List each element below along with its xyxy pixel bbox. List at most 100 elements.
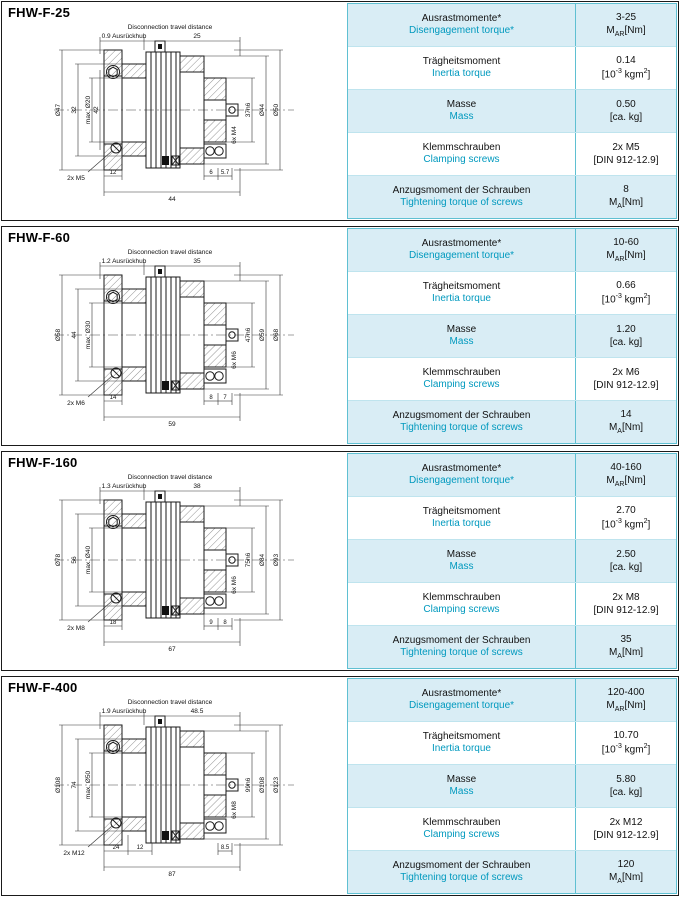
section-fhw-f-160: FHW-F-160 xyxy=(1,451,679,671)
value: 2x M8 xyxy=(612,592,640,603)
value: 5.80 xyxy=(616,774,636,785)
unit: MA[Nm] xyxy=(608,196,644,210)
dim-hub-dia: 37h6 xyxy=(245,102,252,117)
dim-extra: 42 xyxy=(93,106,100,114)
spec-label: Klemmschrauben Clamping screws xyxy=(348,808,576,850)
spec-row-inertia: Trägheitsmoment Inertia torque 0.14 [10-… xyxy=(348,46,676,89)
label-bolt-circle-screws: 6x M6 xyxy=(231,351,238,369)
dim-dia-outer: Ø123 xyxy=(273,777,280,793)
label-en: Mass xyxy=(449,561,474,572)
spec-label: Klemmschrauben Clamping screws xyxy=(348,583,576,625)
dim-left-dia: Ø108 xyxy=(55,777,62,793)
spec-label: Anzugsmoment der Schrauben Tightening to… xyxy=(348,176,576,218)
unit: [ca. kg] xyxy=(609,337,643,348)
dimension-lines xyxy=(59,487,283,646)
dim-dia-mid: Ø44 xyxy=(259,103,266,116)
unit: MAR[Nm] xyxy=(606,249,646,263)
spec-label: Klemmschrauben Clamping screws xyxy=(348,133,576,175)
label-en: Inertia torque xyxy=(432,518,491,529)
spec-row-tightening: Anzugsmoment der Schrauben Tightening to… xyxy=(348,400,676,443)
label-de: Anzugsmoment der Schrauben xyxy=(392,184,531,196)
spec-value: 2.70 [10-3 kgm2] xyxy=(576,497,676,539)
spec-label: Klemmschrauben Clamping screws xyxy=(348,358,576,400)
dim-bottom-3: 8 xyxy=(223,620,227,626)
dim-left-height: 74 xyxy=(71,781,78,789)
spec-row-torque: Ausrastmomente* Disengagement torque* 40… xyxy=(348,454,676,496)
spec-value: 35 MA[Nm] xyxy=(576,626,676,668)
dim-top-width: 25 xyxy=(193,33,201,40)
technical-drawing: Disconnection travel distance 1.3 Ausrüc… xyxy=(54,474,294,653)
value: 0.14 xyxy=(616,55,636,67)
label-de: Klemmschrauben xyxy=(422,591,501,603)
value: 1.20 xyxy=(616,324,636,335)
spec-value: 0.50 [ca. kg] xyxy=(576,90,676,132)
dimension-lines xyxy=(59,262,283,421)
dim-left-dia: Ø78 xyxy=(55,553,62,566)
label-de: Ausrastmomente* xyxy=(421,12,502,24)
dim-bottom-2: 8 xyxy=(209,395,213,401)
label-de: Masse xyxy=(446,323,477,335)
unit: [10-3 kgm2] xyxy=(601,518,651,531)
technical-drawing: Disconnection travel distance 1.2 Ausrüc… xyxy=(54,249,294,428)
label-en: Inertia torque xyxy=(432,293,491,304)
dim-bottom-total: 59 xyxy=(168,421,176,428)
spec-value: 2.50 [ca. kg] xyxy=(576,540,676,582)
value: 2x M5 xyxy=(612,142,640,153)
dim-hub-dia: 75h6 xyxy=(245,552,252,567)
dim-travel: 1.2 Ausrückhub xyxy=(102,258,147,265)
label-en: Mass xyxy=(449,111,474,122)
label-de: Klemmschrauben xyxy=(422,141,501,153)
dim-max-bore: max. Ø30 xyxy=(85,321,92,350)
dim-bottom-1: 24 xyxy=(113,845,120,851)
label-clamp-screws: 2x M6 xyxy=(67,400,85,407)
dimension-lines xyxy=(59,712,283,871)
coupling-geometry xyxy=(54,490,294,621)
dim-bottom-1: 18 xyxy=(110,620,117,626)
unit: MAR[Nm] xyxy=(606,699,646,713)
spec-row-screws: Klemmschrauben Clamping screws 2x M6 [DI… xyxy=(348,357,676,400)
model-title: FHW-F-160 xyxy=(8,455,78,470)
spec-value: 14 MA[Nm] xyxy=(576,401,676,443)
dim-bottom-total: 44 xyxy=(168,196,176,203)
spec-value: 2x M5 [DIN 912-12.9] xyxy=(576,133,676,175)
label-en: Inertia torque xyxy=(432,743,491,754)
spec-label: Trägheitsmoment Inertia torque xyxy=(348,497,576,539)
spec-row-torque: Ausrastmomente* Disengagement torque* 12… xyxy=(348,679,676,721)
dim-travel-title: Disconnection travel distance xyxy=(128,249,213,256)
label-en: Mass xyxy=(449,786,474,797)
label-en: Clamping screws xyxy=(423,379,500,390)
spec-label: Trägheitsmoment Inertia torque xyxy=(348,47,576,89)
label-en: Tightening torque of screws xyxy=(400,872,523,883)
unit: [ca. kg] xyxy=(609,787,643,798)
drawing-labels: Disconnection travel distance 1.9 Ausrüc… xyxy=(55,699,280,878)
dim-top-width: 35 xyxy=(193,258,201,265)
dim-dia-mid: Ø59 xyxy=(259,328,266,341)
spec-row-tightening: Anzugsmoment der Schrauben Tightening to… xyxy=(348,850,676,893)
unit: [DIN 912-12.9] xyxy=(593,830,659,841)
spec-label: Masse Mass xyxy=(348,540,576,582)
spec-table: Ausrastmomente* Disengagement torque* 40… xyxy=(347,453,677,669)
spec-value: 8 MA[Nm] xyxy=(576,176,676,218)
coupling-geometry xyxy=(54,40,294,171)
dim-left-dia: Ø47 xyxy=(55,103,62,116)
value: 10.70 xyxy=(613,730,639,742)
dim-travel-title: Disconnection travel distance xyxy=(128,699,213,706)
unit: [10-3 kgm2] xyxy=(601,743,651,756)
label-de: Trägheitsmoment xyxy=(422,730,501,742)
unit: [DIN 912-12.9] xyxy=(593,155,659,166)
spec-value: 3-25 MAR[Nm] xyxy=(576,4,676,46)
spec-table: Ausrastmomente* Disengagement torque* 10… xyxy=(347,228,677,444)
dim-top-width: 38 xyxy=(193,483,201,490)
spec-label: Trägheitsmoment Inertia torque xyxy=(348,722,576,764)
label-de: Masse xyxy=(446,548,477,560)
unit: MAR[Nm] xyxy=(606,474,646,488)
label-en: Clamping screws xyxy=(423,829,500,840)
spec-value: 120-400 MAR[Nm] xyxy=(576,679,676,721)
spec-label: Anzugsmoment der Schrauben Tightening to… xyxy=(348,851,576,893)
spec-value: 120 MA[Nm] xyxy=(576,851,676,893)
dim-left-dia: Ø58 xyxy=(55,328,62,341)
value: 35 xyxy=(620,633,632,645)
label-en: Mass xyxy=(449,336,474,347)
spec-value: 0.14 [10-3 kgm2] xyxy=(576,47,676,89)
label-en: Disengagement torque* xyxy=(408,25,515,36)
